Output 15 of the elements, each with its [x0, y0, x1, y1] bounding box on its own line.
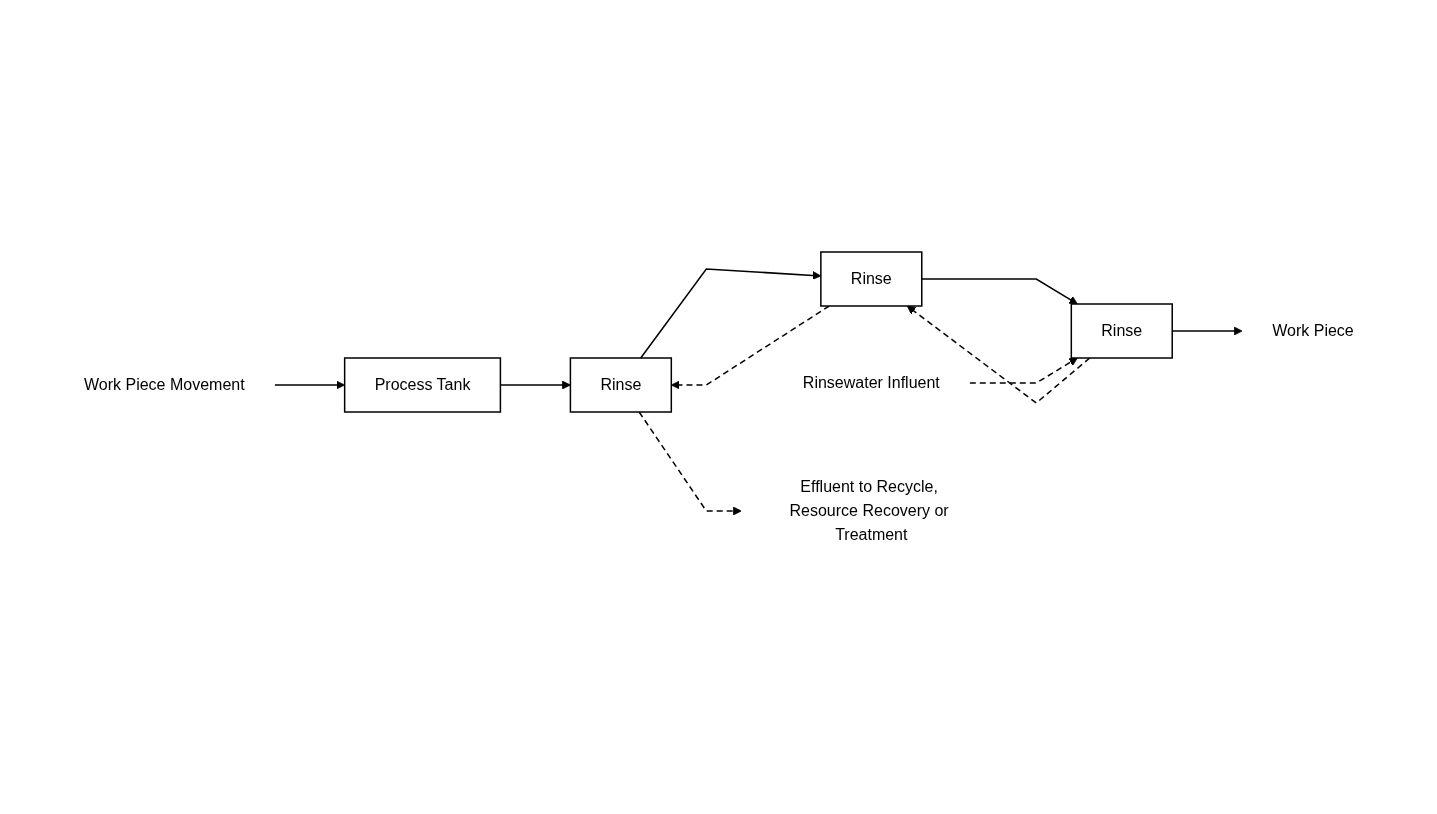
- arrow: [639, 268, 821, 359]
- arrow: [638, 411, 742, 516]
- arrow: [906, 305, 1091, 404]
- node-text: Effluent to Recycle, Resource Recovery or Treatment: [789, 478, 949, 543]
- arrow: [273, 380, 345, 390]
- arrow: [670, 305, 830, 390]
- node-box: Process Tank: [343, 357, 501, 413]
- node-text: Work Piece Movement: [83, 376, 245, 393]
- arrow: [968, 357, 1078, 384]
- node-box: Rinse: [569, 357, 672, 413]
- node-text: Rinsewater Influent: [802, 374, 940, 391]
- node-box: Rinse: [819, 251, 923, 307]
- arrow: [1171, 326, 1243, 336]
- node-box: Rinse: [1070, 303, 1173, 359]
- node-text: Work Piece: [1271, 322, 1354, 339]
